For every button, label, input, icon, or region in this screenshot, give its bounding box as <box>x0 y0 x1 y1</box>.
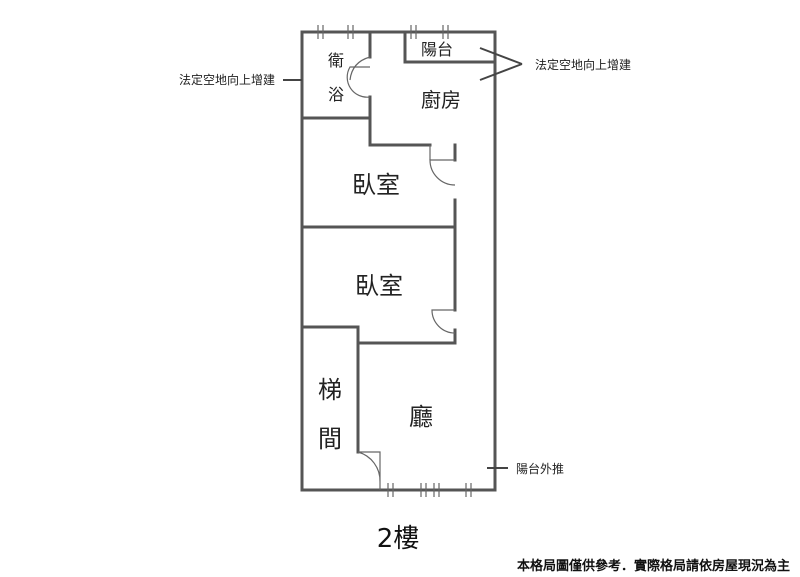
floor-label: 2樓 <box>377 524 420 554</box>
leader-lines <box>283 47 523 469</box>
stairwell-label-1: 梯 <box>318 376 342 404</box>
bathroom-door-2 <box>349 56 371 81</box>
balcony-label: 陽台 <box>421 40 453 59</box>
kitchen-label: 廚房 <box>421 88 461 112</box>
right-extension-note: 法定空地向上增建 <box>535 57 631 72</box>
bedroom2-door <box>431 309 456 334</box>
bathroom-label-2: 浴 <box>328 85 344 104</box>
outer-walls <box>300 30 497 492</box>
balcony-pushout-note: 陽台外推 <box>516 461 564 476</box>
bedroom1-door <box>429 159 456 186</box>
stairwell-door <box>357 451 381 490</box>
windows <box>317 25 472 497</box>
interior-walls <box>300 30 497 454</box>
bedroom1-label: 臥室 <box>352 171 400 199</box>
doors <box>346 56 456 490</box>
stairwell-label-2: 間 <box>318 425 342 453</box>
disclaimer: 本格局圖僅供參考．實際格局請依房屋現況為主 <box>517 558 790 574</box>
left-extension-note: 法定空地向上增建 <box>179 72 275 87</box>
bedroom2-label: 臥室 <box>355 272 403 300</box>
bathroom-label-1: 衛 <box>328 51 344 70</box>
bathroom-door <box>346 66 371 98</box>
living-room-label: 廳 <box>409 403 433 431</box>
